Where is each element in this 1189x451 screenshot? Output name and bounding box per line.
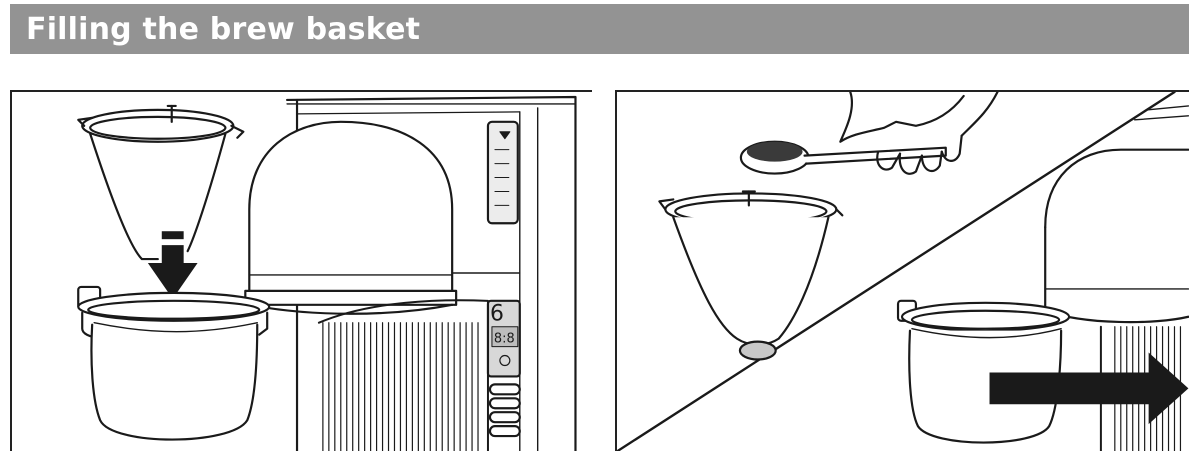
control-panel: 6 8:8 — [488, 301, 520, 436]
brew-basket-holder — [898, 301, 1069, 443]
filter-basket — [78, 106, 243, 259]
section-title: Filling the brew basket — [26, 8, 420, 52]
filter-basket — [659, 191, 842, 359]
coffee-maker-body — [1045, 106, 1188, 322]
brew-chamber-hatching — [319, 300, 488, 451]
coffee-maker-dome — [245, 122, 456, 314]
measuring-scoop — [741, 142, 946, 174]
water-level-window — [488, 122, 518, 223]
ground-coffee — [747, 142, 803, 162]
right-illustration — [617, 92, 1189, 451]
hand-icon — [840, 92, 997, 174]
illustration-panel-right — [615, 90, 1189, 451]
control-panel-digit: 6 — [490, 302, 504, 327]
down-arrow-icon — [148, 231, 198, 299]
brew-basket-holder — [78, 287, 269, 440]
control-panel-clock: 8:8 — [494, 332, 515, 347]
illustration-panel-left: 6 8:8 — [10, 90, 592, 451]
section-header: Filling the brew basket — [10, 4, 1189, 54]
left-illustration: 6 8:8 — [12, 92, 592, 451]
